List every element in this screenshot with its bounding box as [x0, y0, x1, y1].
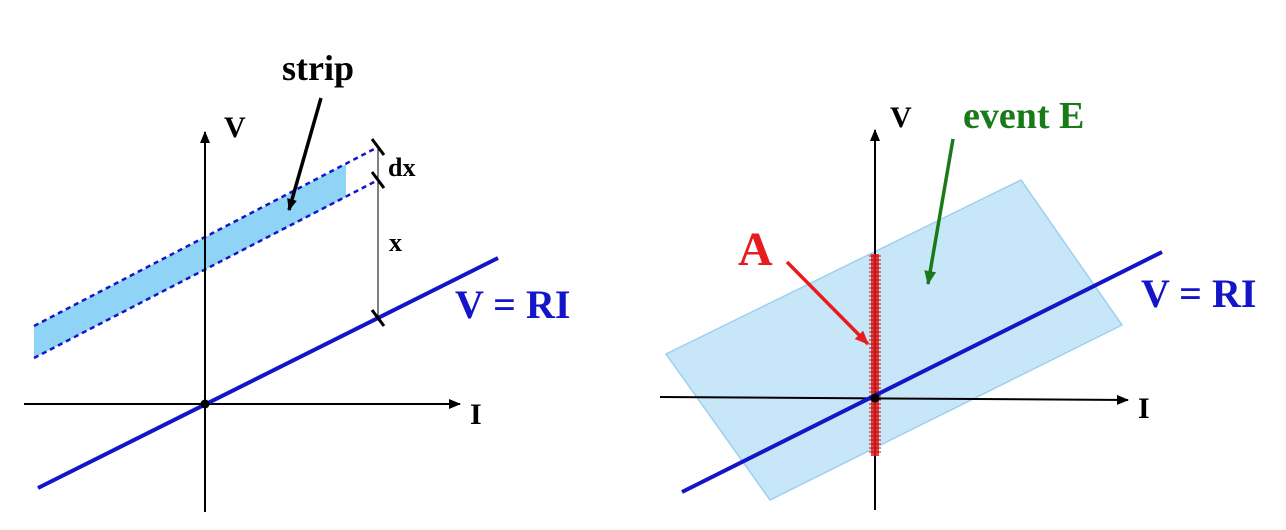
x-label: x — [389, 228, 402, 257]
v-axis-label-left: V — [224, 111, 246, 144]
a-label: A — [738, 223, 773, 276]
resistor-line — [681, 250, 1163, 494]
dx-label: dx — [388, 153, 415, 182]
event-arrow — [924, 138, 955, 285]
v-axis-label-right: V — [890, 101, 912, 134]
i-axis-label-left: I — [470, 398, 482, 431]
strip-label: strip — [282, 48, 354, 88]
a-arrow — [785, 260, 870, 346]
origin-point — [870, 393, 880, 403]
resistor-line — [37, 256, 499, 490]
right-panel: V event E A V = RI I — [659, 95, 1256, 510]
strip-arrow — [287, 97, 323, 211]
tick-top — [370, 138, 386, 156]
origin-point — [200, 399, 210, 409]
tick-mid — [370, 171, 386, 189]
event-region — [664, 179, 1124, 501]
tick-bottom — [370, 309, 386, 327]
line-label-left: V = RI — [455, 282, 570, 327]
line-label-right: V = RI — [1141, 271, 1256, 316]
left-panel: strip V dx x V = RI I — [24, 48, 570, 512]
event-label: event E — [963, 95, 1084, 137]
i-axis — [659, 394, 1129, 405]
i-axis-label-right: I — [1138, 392, 1150, 425]
strip-region — [34, 164, 346, 358]
